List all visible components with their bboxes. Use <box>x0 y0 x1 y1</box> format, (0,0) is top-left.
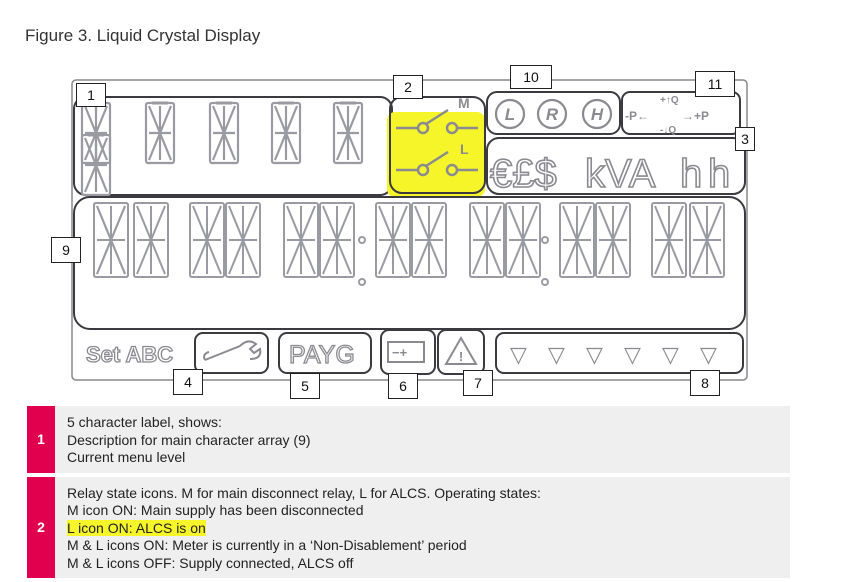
row-description: 5 character label, shows: Description fo… <box>55 406 323 473</box>
triangle-2: ▽ <box>548 343 565 368</box>
row-line: L icon ON: ALCS is on <box>67 520 541 538</box>
row-line: Relay state icons. M for main disconnect… <box>67 485 541 503</box>
triangle-6: ▽ <box>700 343 717 368</box>
unit-h2-text: h <box>708 152 730 196</box>
tag-5: 5 <box>290 373 320 399</box>
row-line: M & L icons ON: Meter is currently in a … <box>67 537 541 555</box>
table-row: 2 Relay state icons. M for main disconne… <box>27 477 790 582</box>
tag-2: 2 <box>393 75 423 99</box>
triangle-3: ▽ <box>586 343 603 368</box>
currency-text: €£$ <box>490 152 557 196</box>
tag-4: 4 <box>173 369 203 395</box>
q-plus-text: +↑Q <box>660 95 679 106</box>
relay-highlight <box>387 112 485 197</box>
battery-text: −+ <box>392 345 408 360</box>
row-line: M icon ON: Main supply has been disconne… <box>67 502 541 520</box>
warning-text: ! <box>459 349 463 364</box>
circle-h-text: H <box>591 105 604 124</box>
row-line: Description for main character array (9) <box>67 432 311 450</box>
row-number: 1 <box>27 406 55 473</box>
row-line: 5 character label, shows: <box>67 414 311 432</box>
payg-text: PAYG <box>289 341 355 369</box>
row-description: Relay state icons. M for main disconnect… <box>55 477 553 579</box>
set-abc-text: Set ABC <box>86 342 173 367</box>
relay-m-label: M <box>458 95 470 111</box>
tag-10: 10 <box>510 65 552 89</box>
description-table: 1 5 character label, shows: Description … <box>27 406 790 582</box>
row-line: M & L icons OFF: Supply connected, ALCS … <box>67 555 541 573</box>
tag-11: 11 <box>695 71 735 97</box>
triangle-4: ▽ <box>624 343 641 368</box>
unit-kva-text: kVA <box>585 152 656 196</box>
lcd-diagram: M L L R H -P← →+P +↑Q -↓Q €£$ kVA h h Se… <box>0 0 855 400</box>
highlighted-line: L icon ON: ALCS is on <box>67 520 206 536</box>
tag-6: 6 <box>388 373 418 399</box>
dir-right-text: →+P <box>682 109 709 123</box>
tag-7: 7 <box>463 370 493 396</box>
relay-l-label: L <box>460 141 469 157</box>
tag-8: 8 <box>690 370 720 396</box>
triangle-5: ▽ <box>662 343 679 368</box>
circle-r-text: R <box>546 105 559 124</box>
table-row: 1 5 character label, shows: Description … <box>27 406 790 477</box>
circle-l-text: L <box>505 105 515 124</box>
row-number: 2 <box>27 477 55 579</box>
dir-left-text: -P← <box>625 109 649 123</box>
tag-9: 9 <box>51 237 81 263</box>
row-line: Current menu level <box>67 449 311 467</box>
triangle-1: ▽ <box>510 343 527 368</box>
unit-h-text: h <box>680 152 702 196</box>
tag-1: 1 <box>76 83 106 107</box>
tag-3: 3 <box>735 127 755 151</box>
q-minus-text: -↓Q <box>660 125 676 136</box>
